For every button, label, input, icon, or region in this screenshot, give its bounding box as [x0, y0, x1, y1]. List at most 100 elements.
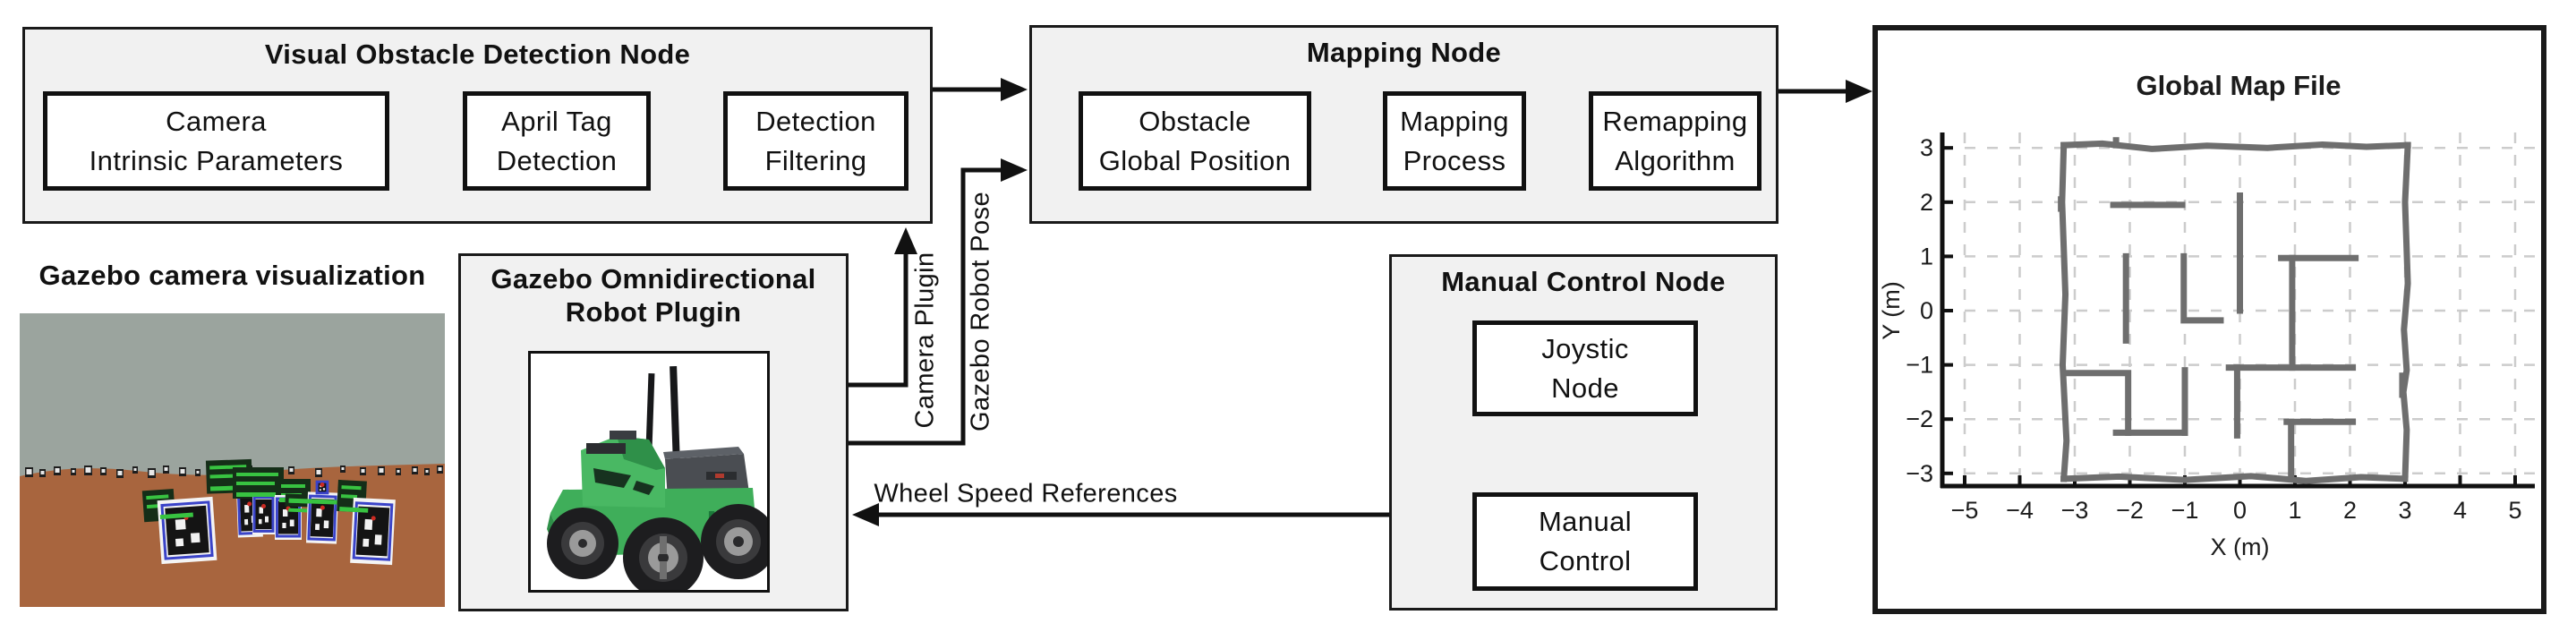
- apriltag-axis-marker: [320, 505, 325, 510]
- map-wall-segment: [2180, 252, 2224, 324]
- apriltag-cell: [265, 516, 269, 523]
- distant-apriltag-cell: [149, 470, 155, 475]
- box-label-line: Camera: [166, 105, 267, 137]
- map-wall-segment: [2059, 141, 2070, 483]
- omnidirectional-robot-image: H: [531, 354, 767, 590]
- camera-plugin-arrow-label: Camera Plugin: [910, 252, 940, 429]
- node-title-manual-control: Manual Control Node: [1441, 266, 1726, 297]
- distant-apriltag-cell: [397, 470, 400, 473]
- box-label-line: Algorithm: [1615, 144, 1736, 176]
- distant-apriltag-cell: [26, 469, 32, 474]
- tick-label: −3: [2061, 497, 2089, 524]
- box-label-line: Global Position: [1098, 144, 1292, 176]
- detection-text-line: [236, 473, 278, 476]
- tick-label: −3: [1906, 460, 1933, 487]
- tick-label: 3: [1920, 134, 1933, 161]
- apriltag-cell: [289, 519, 294, 526]
- apriltag-matrix: [310, 498, 335, 538]
- apriltag-detection-icon: [141, 488, 218, 565]
- apriltag-cell: [190, 533, 200, 543]
- chart-title: Global Map File: [2136, 70, 2341, 101]
- apriltag-cell: [323, 520, 329, 529]
- distant-apriltag-cell: [85, 467, 91, 473]
- node-title-mapping: Mapping Node: [1306, 37, 1502, 68]
- apriltag-cell: [316, 508, 322, 517]
- box-mapping-process: Mapping Process: [1383, 91, 1526, 191]
- box-joystic-node: Joystic Node: [1472, 320, 1698, 416]
- x-axis-label: X (m): [2211, 534, 2270, 560]
- apriltag-cell: [374, 534, 382, 545]
- tick-label: −5: [1951, 497, 1979, 524]
- wheel-speed-references-arrow-label: Wheel Speed References: [874, 479, 1178, 508]
- distant-apriltag-cell: [40, 471, 45, 474]
- apriltag-cell: [244, 518, 249, 525]
- tick-label: 5: [2508, 497, 2521, 524]
- distant-apriltag-cell: [72, 470, 75, 473]
- tick-label: −4: [2006, 497, 2034, 524]
- box-label-line: Detection: [755, 105, 876, 137]
- gazebo-camera-scene: [20, 313, 445, 607]
- detection-text-line: [146, 494, 169, 500]
- tick-label: 2: [2343, 497, 2357, 524]
- node-manual-control: Manual Control Node: [1389, 254, 1778, 611]
- box-obstacle-global-position: Obstacle Global Position: [1079, 91, 1311, 191]
- distant-apriltag-cell: [196, 471, 200, 474]
- apriltag-cell: [244, 504, 250, 513]
- apriltag-detection-icon: [233, 467, 284, 534]
- map-wall-segment: [2060, 370, 2132, 436]
- apriltag-cell: [259, 518, 262, 525]
- distant-apriltag-cell: [117, 471, 123, 475]
- tick-label: 1: [1920, 243, 1933, 269]
- distant-apriltag-cell: [316, 470, 321, 474]
- apriltag-blue-outline: [352, 501, 394, 561]
- apriltag-axis-marker: [320, 483, 325, 487]
- distant-apriltag-cell: [55, 468, 60, 473]
- map-wall-segment: [2060, 473, 2409, 484]
- mecanum-wheel-icon: [623, 517, 704, 590]
- arrowhead-icon: [1001, 78, 1028, 101]
- distance-text-line: [159, 512, 193, 520]
- apriltag-blue-outline: [160, 500, 214, 560]
- detection-text-line: [341, 485, 362, 491]
- detection-text-line: [281, 484, 305, 488]
- gazebo-camera-view-image: [20, 313, 445, 607]
- tick-label: 2: [1920, 189, 1933, 216]
- box-label-line: Obstacle: [1139, 105, 1251, 137]
- apriltag-cell: [175, 518, 186, 530]
- apriltag-cell: [315, 524, 320, 531]
- apriltag-blue-outline: [252, 496, 275, 533]
- apriltag-cell: [282, 523, 286, 528]
- arrowhead-icon: [894, 227, 917, 254]
- distance-text-line: [288, 498, 338, 505]
- detection-text-line: [340, 494, 358, 500]
- mecanum-wheel-icon: [547, 508, 618, 579]
- box-label-line: Control: [1539, 545, 1632, 576]
- node-title-robot-plugin-line2: Robot Plugin: [565, 296, 742, 328]
- tick-label: −2: [2116, 497, 2144, 524]
- apriltag-detection-icon: [315, 480, 329, 495]
- distant-apriltag-cell: [341, 467, 345, 470]
- apriltag-detection-icon: [285, 491, 344, 544]
- tick-label: 3: [2398, 497, 2411, 524]
- tick-label: −1: [2171, 497, 2199, 524]
- apriltag-blue-outline: [315, 480, 329, 495]
- distant-apriltag-cell: [101, 469, 106, 473]
- gazebo-robot-pose-arrow-label: Gazebo Robot Pose: [966, 192, 995, 431]
- distant-apriltag-cell: [413, 468, 417, 472]
- arrowhead-icon: [852, 503, 879, 526]
- distance-text-line: [236, 492, 276, 497]
- box-camera-intrinsic-parameters: Camera Intrinsic Parameters: [43, 91, 389, 191]
- tick-label: −1: [1906, 352, 1933, 379]
- mecanum-wheel-icon: [701, 504, 767, 579]
- box-label-line: Intrinsic Parameters: [89, 144, 344, 176]
- apriltag-matrix: [255, 499, 272, 530]
- node-title-robot-plugin-line1: Gazebo Omnidirectional: [490, 263, 816, 295]
- box-label-line: Manual: [1538, 506, 1633, 537]
- tick-label: 0: [2233, 497, 2247, 524]
- node-title-visual-obstacle-detection: Visual Obstacle Detection Node: [264, 38, 691, 70]
- box-label-line: April Tag: [501, 105, 612, 137]
- apriltag-matrix: [317, 482, 328, 493]
